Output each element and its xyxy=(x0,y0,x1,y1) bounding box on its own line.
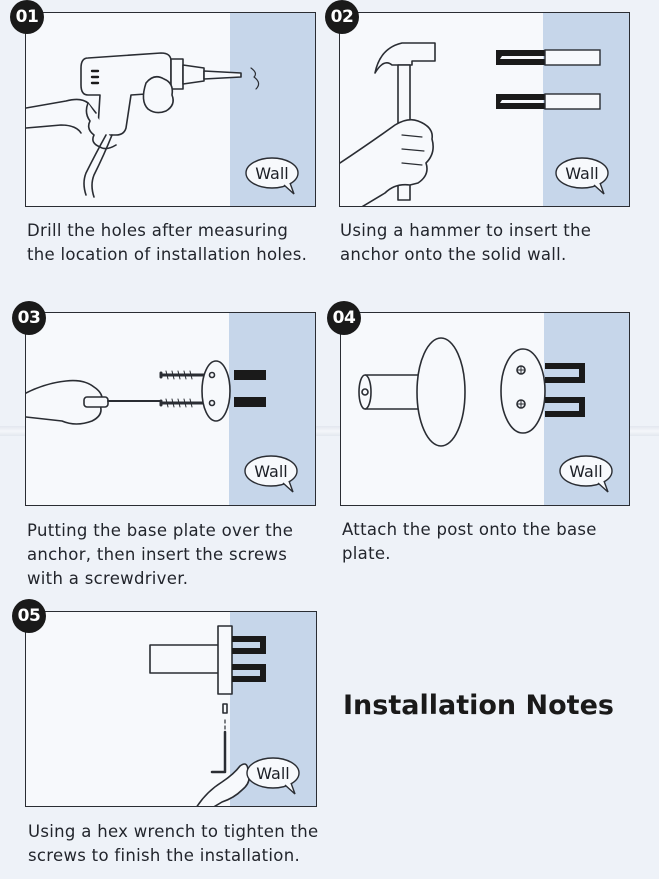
step-03-badge: 03 xyxy=(12,301,46,335)
step-03-caption: Putting the base plate over the anchor, … xyxy=(27,521,294,588)
step-02-caption: Using a hammer to insert the anchor onto… xyxy=(340,221,592,264)
wall-bubble: Wall xyxy=(243,454,301,494)
step-04-caption: Attach the post onto the base plate. xyxy=(342,520,597,563)
installation-notes-title: Installation Notes xyxy=(343,690,614,721)
step-05-caption: Using a hex wrench to tighten the screws… xyxy=(28,822,319,865)
page-fold xyxy=(0,426,659,436)
drill-illustration xyxy=(26,52,260,198)
wall-label: Wall xyxy=(254,462,288,481)
wall-label: Wall xyxy=(565,164,599,183)
hammer-illustration xyxy=(340,42,601,206)
step-05-panel: Wall xyxy=(25,611,317,807)
step-04-badge: 04 xyxy=(327,301,361,335)
step-01-caption: Drill the holes after measuring the loca… xyxy=(27,221,308,264)
step-05-badge: 05 xyxy=(12,599,46,633)
wall-bubble: Wall xyxy=(244,156,302,196)
step-01-panel: Wall xyxy=(25,12,316,207)
hex-wrench-illustration xyxy=(149,625,266,806)
wall-bubble: Wall xyxy=(554,156,612,196)
screwdriver-illustration xyxy=(26,360,266,425)
post-attach-illustration xyxy=(358,337,585,447)
step-01-badge: 01 xyxy=(10,0,44,34)
wall-label: Wall xyxy=(569,462,603,481)
step-03-panel: Wall xyxy=(25,312,316,506)
step-02-panel: Wall xyxy=(339,12,630,207)
wall-label: Wall xyxy=(255,164,289,183)
wall-bubble: Wall xyxy=(245,756,303,796)
step-04-panel: Wall xyxy=(340,312,630,506)
wall-bubble: Wall xyxy=(558,454,616,494)
step-02-badge: 02 xyxy=(325,0,359,34)
wall-label: Wall xyxy=(256,764,290,783)
